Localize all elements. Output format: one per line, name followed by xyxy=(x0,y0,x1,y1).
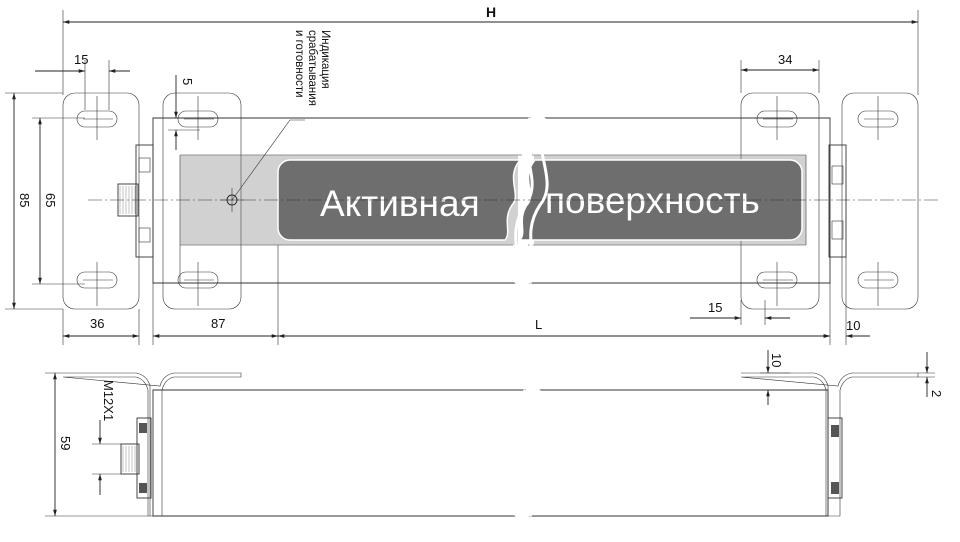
side-bracket-right xyxy=(740,372,919,517)
dim-10-side: 10 xyxy=(769,353,784,367)
indication-line-3: и готовности xyxy=(293,30,305,98)
indication-note: Индикация срабатывания и готовности xyxy=(293,30,331,106)
dim-36: 36 xyxy=(90,316,104,331)
indication-line-1: Индикация xyxy=(319,30,331,89)
dim-65: 65 xyxy=(43,193,58,207)
dim-85: 85 xyxy=(17,193,32,207)
indication-line-2: срабатывания xyxy=(306,30,318,106)
dim-H: H xyxy=(486,4,496,20)
bracket-right-outer xyxy=(841,92,919,310)
top-view: Активная поверхность Индикация срабатыва… xyxy=(5,4,940,345)
dim-15-bottom: 15 xyxy=(708,300,722,315)
dim-L: L xyxy=(535,317,542,332)
dim-2: 2 xyxy=(929,390,944,397)
dim-10-right: 10 xyxy=(846,318,860,333)
end-block-right xyxy=(828,144,847,258)
dim-59: 59 xyxy=(58,436,73,450)
dim-34: 34 xyxy=(778,52,792,67)
active-surface-label-left: Активная xyxy=(320,183,480,224)
dim-15-top: 15 xyxy=(74,52,88,67)
connector-side xyxy=(120,443,140,475)
bracket-left-outer xyxy=(62,92,140,310)
dim-thread: M12X1 xyxy=(101,380,116,421)
active-surface-label-right: поверхность xyxy=(545,180,760,221)
dim-5: 5 xyxy=(180,78,195,85)
dim-87: 87 xyxy=(211,316,225,331)
side-bracket-left xyxy=(62,372,242,517)
end-block-left xyxy=(135,144,154,258)
side-view: 59 M12X1 10 2 xyxy=(45,350,944,517)
